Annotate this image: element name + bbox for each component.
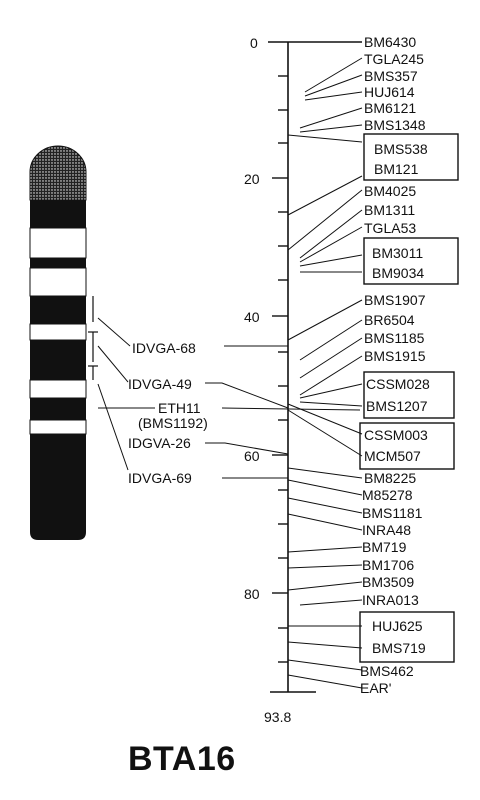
marker-label: BMS1181 — [362, 505, 423, 521]
marker-label: BMS1348 — [364, 117, 426, 133]
marker-label: CSSM003 — [364, 427, 428, 443]
marker-label: INRA48 — [362, 522, 411, 538]
physical-marker-label: IDVGA-69 — [128, 470, 192, 486]
marker-label: BMS1915 — [364, 348, 426, 364]
marker-label: BMS462 — [360, 663, 414, 679]
marker-label: TGLA245 — [364, 51, 424, 67]
marker-group-box — [363, 133, 459, 181]
marker-label: BM8225 — [364, 470, 416, 486]
physical-marker-label: IDGVA-26 — [128, 435, 191, 451]
axis-ticks — [268, 41, 362, 663]
physical-marker-label: (BMS1192) — [138, 415, 208, 431]
light-band — [29, 267, 87, 297]
centromere-cap — [29, 145, 87, 201]
marker-label: BMS357 — [364, 68, 418, 84]
marker-label: BM3509 — [362, 574, 414, 590]
light-band — [29, 323, 87, 341]
marker-labels: BM6430 TGLA245 BMS357 HUJ614 BM6121 BMS1… — [360, 34, 430, 696]
marker-group-box — [363, 371, 455, 419]
chromosome-ideogram — [29, 145, 87, 540]
marker-label: EAR' — [360, 680, 391, 696]
physical-marker-leaders — [97, 317, 361, 479]
marker-label: BMS1907 — [364, 292, 426, 308]
marker-label: BM719 — [362, 539, 407, 555]
marker-leaders — [287, 57, 363, 689]
axis-tick-label: 20 — [244, 171, 260, 187]
marker-group-boxes — [359, 133, 459, 663]
marker-label: BM6430 — [364, 34, 416, 50]
axis-tick-label: 80 — [244, 586, 260, 602]
axis-end-label: 93.8 — [264, 709, 291, 725]
light-band — [29, 379, 87, 399]
physical-marker-label: IDVGA-49 — [128, 376, 192, 392]
physical-marker-label: ETH11 — [158, 400, 201, 416]
marker-label: BM1706 — [362, 557, 414, 573]
marker-label: BM1311 — [364, 202, 415, 218]
marker-label: M85278 — [362, 487, 413, 503]
marker-label: BM121 — [374, 161, 419, 177]
marker-label: BM4025 — [364, 183, 416, 199]
light-band — [29, 419, 87, 435]
marker-group-box — [363, 237, 459, 285]
marker-label: BMS719 — [372, 640, 426, 656]
marker-group-box — [359, 422, 455, 470]
physical-marker-brackets — [88, 296, 98, 380]
marker-label: INRA013 — [362, 592, 419, 608]
marker-label: BM6121 — [364, 100, 416, 116]
axis-tick-label: 0 — [250, 35, 258, 51]
marker-label: BM3011 — [372, 245, 423, 261]
chromosome-title: BTA16 — [128, 740, 236, 778]
marker-label: BMS1207 — [366, 398, 428, 414]
marker-label: TGLA53 — [364, 220, 416, 236]
marker-label: BMS538 — [374, 141, 428, 157]
marker-label: CSSM028 — [366, 376, 430, 392]
marker-label: HUJ625 — [372, 618, 423, 634]
axis-tick-label: 60 — [244, 448, 260, 464]
marker-label: MCM507 — [364, 448, 421, 464]
light-band — [29, 227, 87, 259]
marker-label: BMS1185 — [364, 330, 425, 346]
marker-label: HUJ614 — [364, 84, 415, 100]
linkage-axis — [270, 42, 316, 693]
marker-group-box — [359, 611, 455, 663]
axis-tick-label: 40 — [244, 309, 260, 325]
marker-label: BM9034 — [372, 265, 424, 281]
marker-label: BR6504 — [364, 312, 415, 328]
physical-marker-label: IDVGA-68 — [132, 340, 196, 356]
